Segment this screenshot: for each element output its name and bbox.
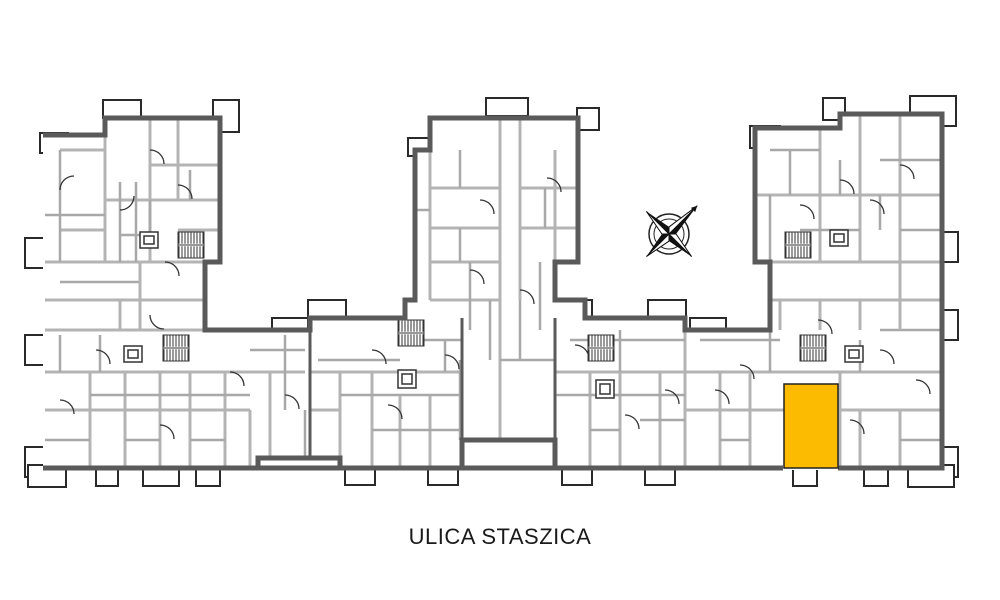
building-footprint xyxy=(43,114,942,470)
stair-icon xyxy=(587,334,615,362)
stair-icon xyxy=(784,231,812,259)
stair-icon xyxy=(799,334,827,362)
highlighted-apartment[interactable] xyxy=(783,383,839,469)
door-swings xyxy=(59,149,931,440)
elevators xyxy=(123,229,864,399)
street-label: ULICA STASZICA xyxy=(408,524,592,549)
interior-walls xyxy=(45,114,942,468)
stair-icon xyxy=(177,231,205,259)
stair-icon xyxy=(397,319,425,347)
compass-rose-icon xyxy=(645,205,698,258)
exterior-walls xyxy=(43,111,945,471)
stairwells xyxy=(162,231,827,362)
stair-icon xyxy=(162,334,190,362)
